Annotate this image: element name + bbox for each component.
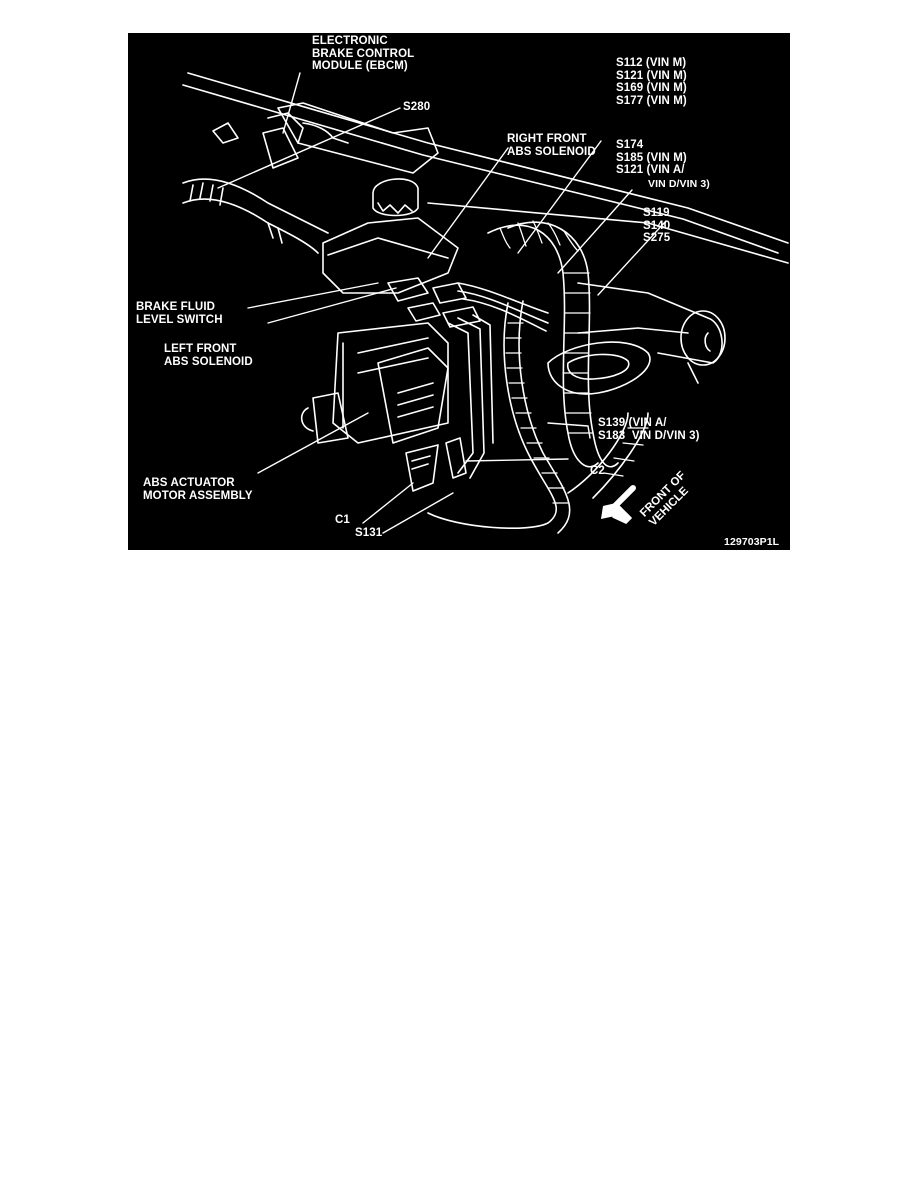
label-abs-actuator-motor-assembly: ABS ACTUATOR MOTOR ASSEMBLY [143, 477, 253, 502]
figure-id-code: 129703P1L [724, 536, 780, 548]
label-c2: C2 [590, 465, 605, 477]
label-s174-group: S174 S185 (VIN M) S121 (VIN A/ [616, 139, 687, 176]
label-right-front-abs-solenoid: RIGHT FRONT ABS SOLENOID [507, 133, 596, 158]
label-s174-group-cont: VIN D/VIN 3) [648, 178, 710, 190]
label-s131: S131 [355, 527, 383, 539]
engine-bay-line-drawing [182, 72, 789, 534]
label-left-front-abs-solenoid: LEFT FRONT ABS SOLENOID [164, 343, 253, 368]
label-s119-group: S119 S140 S275 [643, 207, 671, 244]
label-s139-group: S139 (VIN A/ S183 VIN D/VIN 3) [598, 417, 700, 442]
label-s112-group: S112 (VIN M) S121 (VIN M) S169 (VIN M) S… [616, 57, 687, 107]
label-s280: S280 [403, 101, 431, 113]
abs-component-diagram: ELECTRONIC BRAKE CONTROL MODULE (EBCM) S… [128, 33, 790, 550]
label-ebcm: ELECTRONIC BRAKE CONTROL MODULE (EBCM) [312, 35, 415, 72]
label-c1: C1 [335, 514, 350, 526]
label-brake-fluid-level-switch: BRAKE FLUID LEVEL SWITCH [136, 301, 223, 326]
